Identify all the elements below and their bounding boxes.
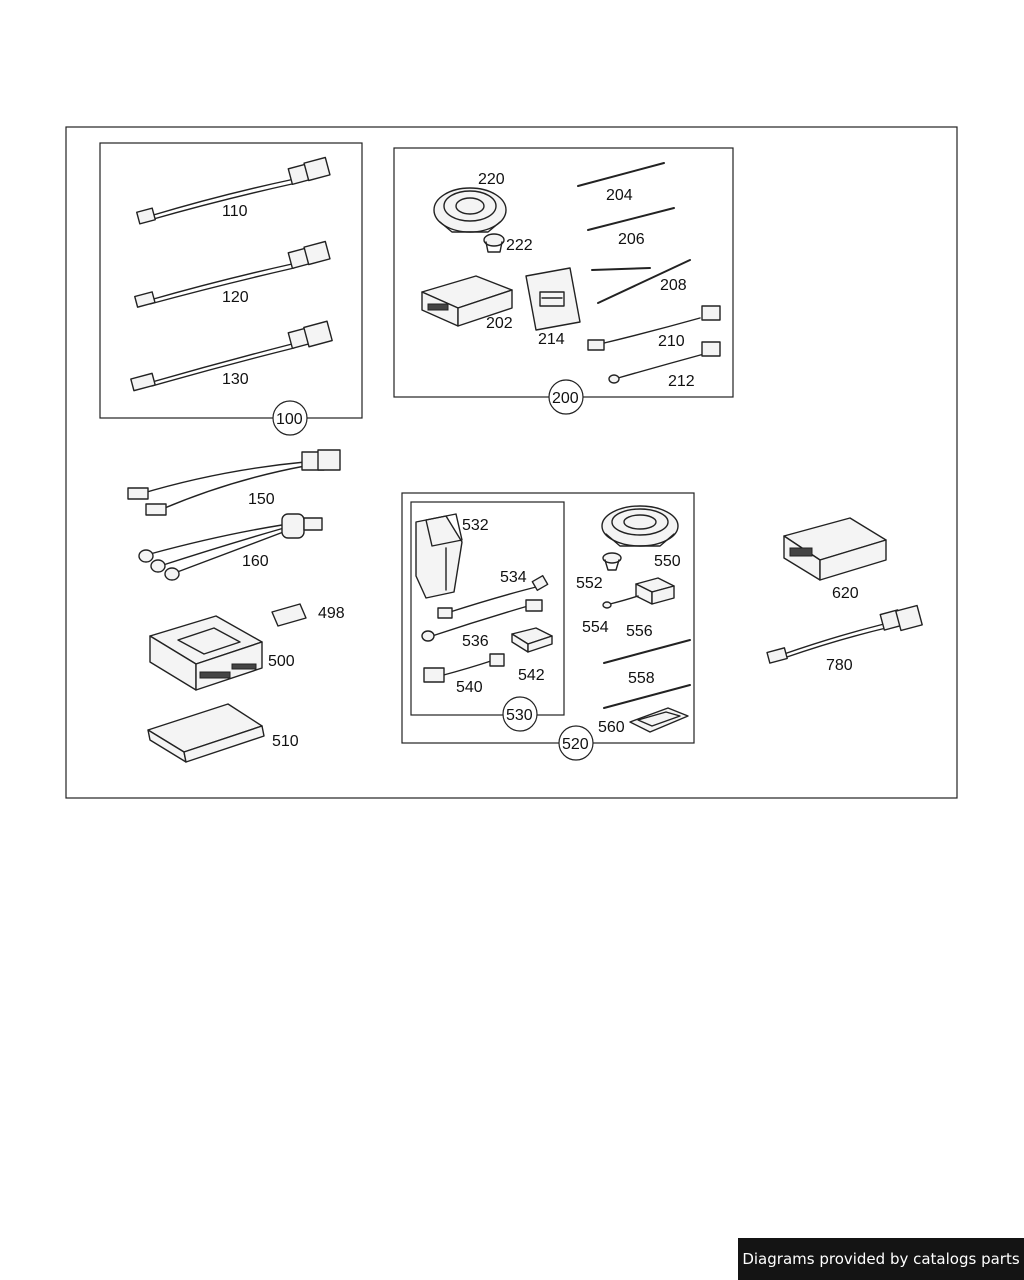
callout-560: 560 xyxy=(598,719,625,736)
module-542-drawing xyxy=(511,627,553,653)
book-510-drawing xyxy=(147,703,265,763)
group-100-circle xyxy=(272,400,308,436)
cable-110-drawing xyxy=(136,156,331,225)
cable-780-drawing xyxy=(766,604,923,664)
callout-500: 500 xyxy=(268,653,295,670)
callout-542: 542 xyxy=(518,667,545,684)
callout-208: 208 xyxy=(660,277,687,294)
callout-530: 530 xyxy=(506,707,533,724)
cable-210-drawing xyxy=(587,305,721,351)
callout-540: 540 xyxy=(456,679,483,696)
antenna-554-drawing xyxy=(602,577,675,609)
cable-536-drawing xyxy=(421,599,543,642)
speaker-220-drawing xyxy=(433,187,507,233)
cable-130-drawing xyxy=(130,320,333,392)
clip-552-drawing xyxy=(602,552,622,571)
callout-536: 536 xyxy=(462,633,489,650)
callout-200: 200 xyxy=(552,390,579,407)
callout-110: 110 xyxy=(222,203,248,220)
callout-130: 130 xyxy=(222,371,249,388)
booklet-214-drawing xyxy=(525,267,581,331)
wire-204-drawing xyxy=(577,162,665,187)
speaker-550-drawing xyxy=(601,505,679,547)
cable-212-drawing xyxy=(608,341,721,384)
callout-780: 780 xyxy=(826,657,853,674)
callout-150: 150 xyxy=(248,491,275,508)
cable-534-drawing xyxy=(437,574,549,619)
group-530-box xyxy=(410,501,565,716)
module-202-drawing xyxy=(421,275,513,327)
group-520-circle xyxy=(558,725,594,761)
cable-120-drawing xyxy=(134,240,331,308)
module-620-drawing xyxy=(783,517,887,581)
callout-222: 222 xyxy=(506,237,533,254)
callout-554: 554 xyxy=(582,619,609,636)
clip-222-drawing xyxy=(483,233,505,253)
callout-510: 510 xyxy=(272,733,299,750)
module-532-drawing xyxy=(415,513,463,599)
callout-558: 558 xyxy=(628,670,655,687)
wire-206-drawing xyxy=(587,207,675,231)
callout-220: 220 xyxy=(478,171,505,188)
unit-500-drawing xyxy=(149,615,263,691)
callout-210: 210 xyxy=(658,333,685,350)
callout-550: 550 xyxy=(654,553,681,570)
footer-credit: Diagrams provided by catalogs parts xyxy=(738,1238,1024,1280)
callout-556: 556 xyxy=(626,623,653,640)
callout-534: 534 xyxy=(500,569,527,586)
cable-540-drawing xyxy=(423,653,505,683)
callout-620: 620 xyxy=(832,585,859,602)
callout-160: 160 xyxy=(242,553,269,570)
group-530-circle xyxy=(502,696,538,732)
wire-558-drawing xyxy=(603,684,691,709)
group-520-box xyxy=(401,492,695,744)
wire-556-drawing xyxy=(603,639,691,664)
callout-212: 212 xyxy=(668,373,695,390)
group-200-circle xyxy=(548,379,584,415)
callout-214: 214 xyxy=(538,331,565,348)
callout-202: 202 xyxy=(486,315,513,332)
callout-520: 520 xyxy=(562,736,589,753)
cable-160-drawing xyxy=(138,513,323,581)
callout-204: 204 xyxy=(606,187,633,204)
tray-560-drawing xyxy=(629,707,689,733)
callout-498: 498 xyxy=(318,605,345,622)
callout-552: 552 xyxy=(576,575,603,592)
diagram-frame xyxy=(65,126,958,799)
sd-card-498-drawing xyxy=(271,603,307,627)
wire-208-drawing xyxy=(591,259,691,304)
group-100-box xyxy=(99,142,363,419)
callout-120: 120 xyxy=(222,289,249,306)
cable-150-drawing xyxy=(127,449,341,516)
callout-100: 100 xyxy=(276,411,303,428)
callout-206: 206 xyxy=(618,231,645,248)
callout-532: 532 xyxy=(462,517,489,534)
